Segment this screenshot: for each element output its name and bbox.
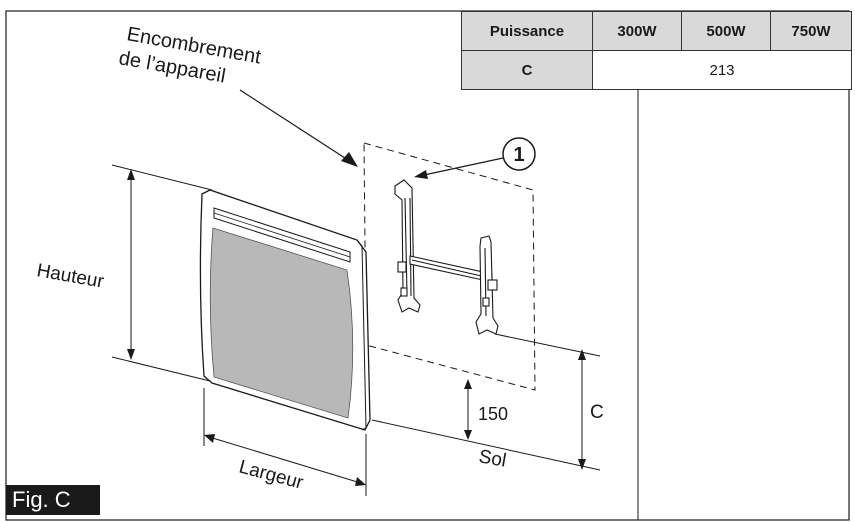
radiator-side [356,239,367,431]
callout-1-circle [502,137,536,171]
table-header-cell: 750W [770,11,852,51]
largeur-dim-line [205,435,365,485]
largeur-label: Largeur [237,457,306,494]
callout-1-arrow [423,157,504,176]
encombrement-arrowhead [341,152,358,167]
figure-label: Fig. C [6,485,100,515]
power-spec-table: Puissance 300W 500W 750W C 213 [461,11,852,90]
table-header-cell: 500W [681,11,771,51]
sol-label: Sol [477,446,508,471]
table-row-value: 213 [592,50,852,90]
wall-bracket [394,179,499,335]
hauteur-ext-top [111,164,213,191]
callout-1-label: 1 [513,144,524,166]
table-header-row: Puissance 300W 500W 750W [461,11,852,51]
c-arrow-bottom [578,459,586,470]
radiator-grille-line [213,212,351,258]
hauteur-label: Hauteur [35,260,106,293]
largeur-arrow-right [355,477,366,486]
dim-150-arrow-bottom [464,430,472,440]
table-row: C 213 [461,50,852,90]
radiator-panel [209,227,354,419]
callout-1-arrowhead [414,170,428,179]
hauteur-ext-bottom [111,356,215,383]
table-header-cell: Puissance [461,11,593,51]
largeur-arrow-left [204,434,215,443]
dim-150-arrow-top [464,379,472,389]
c-dim-label: C [590,402,604,423]
encombrement-arrow [239,89,349,161]
table-row-label: C [461,50,593,90]
figure-frame [5,10,850,521]
c-ext-top [494,333,601,357]
hauteur-arrow-top [127,169,135,180]
c-arrow-top [578,349,586,360]
dim-150-label: 150 [478,404,508,424]
floor-line [371,419,601,471]
hauteur-arrow-bottom [127,349,135,360]
table-header-cell: 300W [592,11,682,51]
